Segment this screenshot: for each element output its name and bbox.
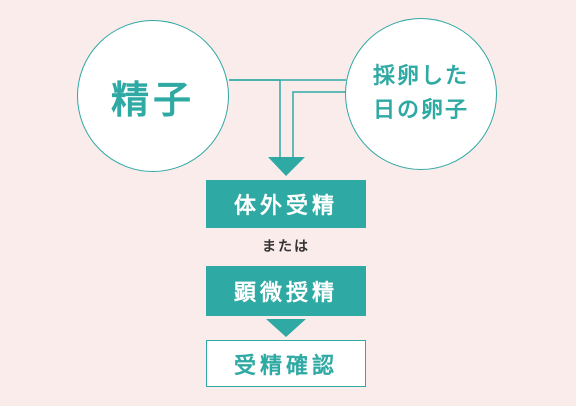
egg-label-line1: 採卵した: [372, 64, 469, 89]
sperm-label: 精子: [110, 77, 195, 122]
icsi-node: 顕微授精: [206, 266, 366, 316]
or-label: または: [262, 239, 310, 255]
connector-outer: [229, 79, 346, 158]
arrow-to-result: [266, 319, 306, 337]
ivf-label: 体外受精: [233, 194, 338, 219]
sperm-node: 精子: [77, 20, 229, 172]
result-label: 受精確認: [233, 353, 338, 379]
icsi-label: 顕微授精: [233, 281, 338, 306]
ivf-node: 体外受精: [206, 180, 366, 228]
arrow-to-ivf: [268, 157, 305, 176]
egg-label-line2: 日の卵子: [372, 98, 469, 123]
result-node: 受精確認: [206, 340, 366, 387]
egg-node: 採卵した 日の卵子: [345, 18, 497, 170]
